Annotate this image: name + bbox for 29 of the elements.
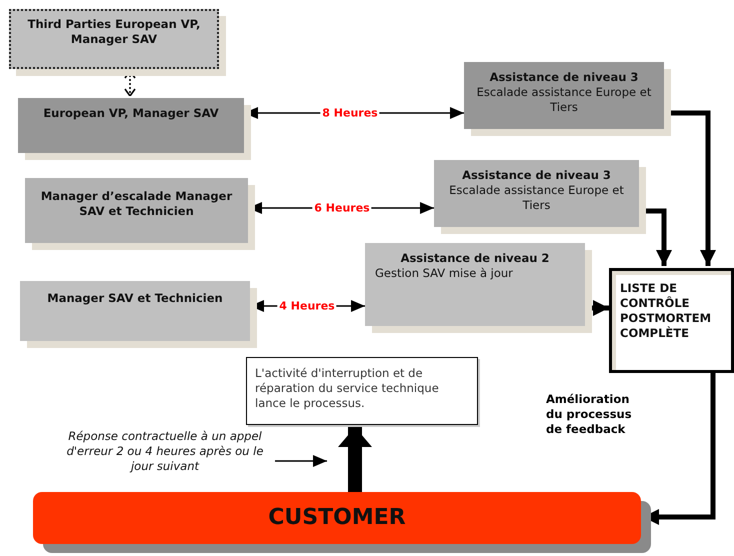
- process-box: [18, 98, 244, 153]
- node-heading: Assistance de niveau 3: [461, 168, 612, 183]
- process-box: [365, 243, 585, 326]
- process-box: [25, 178, 248, 243]
- node-text: Escalade assistance Europe et Tiers: [448, 182, 625, 213]
- node-text: Escalade assistance Europe et Tiers: [476, 84, 652, 115]
- edge-label: 8 Heures: [320, 106, 380, 120]
- edge-label: 6 Heures: [312, 202, 372, 214]
- node-heading: Assistance de niveau 3: [488, 70, 640, 85]
- node-heading: Manager SAV et Technicien: [46, 291, 224, 306]
- node-heading: LISTE DE CONTRÔLE POSTMORTEM COMPLÈTE: [620, 281, 712, 341]
- node-text: Gestion SAV mise à jour: [375, 266, 514, 281]
- note-text: Amélioration du processus de feedback: [546, 392, 633, 437]
- process-box: [464, 62, 664, 129]
- node-heading: CUSTOMER: [267, 504, 407, 532]
- node-text: L'activité d'interruption et de réparation du service technique lance le processus.: [255, 366, 440, 411]
- edge-label: 4 Heures: [277, 300, 337, 312]
- arrow: [338, 427, 372, 492]
- customer-bar: [33, 492, 641, 544]
- node-heading: Manager d’escalade Manager SAV et Technicien: [40, 189, 234, 219]
- node-text: Réponse contractuelle à un appel d'erreur 2 ou 4 heures après ou le jour suivant: [66, 429, 264, 474]
- node-heading: Third Parties European VP, Manager SAV: [26, 17, 202, 47]
- checklist-box: [609, 268, 734, 373]
- node-heading: Assistance de niveau 2: [400, 251, 550, 266]
- node-heading: European VP, Manager SAV: [42, 106, 220, 121]
- process-box: [20, 281, 250, 341]
- arrow: [275, 455, 327, 467]
- note-box: [246, 357, 478, 425]
- process-box: [434, 160, 639, 227]
